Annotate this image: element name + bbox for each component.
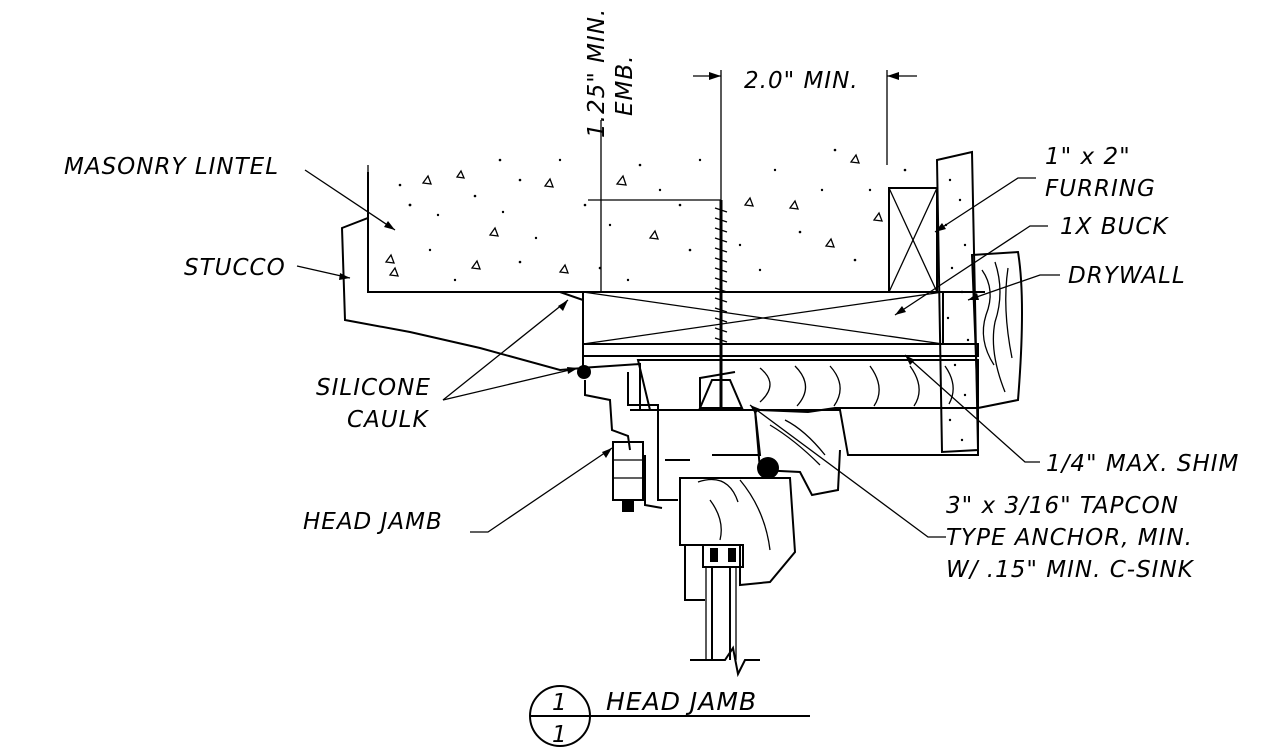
wood-trim (636, 250, 1023, 497)
label-head-jamb: HEAD JAMB (303, 509, 443, 535)
label-anchor-line3: W/ .15" MIN. C-SINK (946, 557, 1195, 583)
shim (582, 343, 979, 357)
label-furring-line1: 1" x 2" (1045, 144, 1131, 170)
label-embedment-line1: 1.25" MIN. (584, 8, 610, 138)
label-furring-line2: FURRING (1045, 176, 1156, 202)
sash-and-glass (679, 477, 797, 678)
label-anchor-line1: 3" x 3/16" TAPCON (946, 493, 1179, 519)
label-silicone-caulk-line1: SILICONE (316, 375, 431, 401)
label-silicone-caulk-line2: CAULK (347, 407, 429, 433)
detail-title: HEAD JAMB (606, 687, 757, 716)
label-anchor-line2: TYPE ANCHOR, MIN. (946, 525, 1193, 551)
masonry-lintel (367, 148, 985, 293)
leader-lines (296, 169, 1060, 538)
detail-callout: 1 1 HEAD JAMB (529, 685, 810, 748)
furring-1x2 (888, 187, 938, 293)
label-stucco: STUCCO (184, 255, 286, 281)
label-drywall: DRYWALL (1068, 263, 1186, 289)
detail-sheet: 1 (552, 722, 568, 748)
label-embedment-line2: EMB. (612, 55, 638, 116)
dimension-embedment (588, 120, 721, 292)
aluminum-head-frame (577, 362, 779, 512)
stucco (340, 216, 584, 372)
label-buck: 1X BUCK (1060, 214, 1169, 240)
detail-number: 1 (552, 690, 568, 716)
label-masonry-lintel: MASONRY LINTEL (64, 154, 279, 180)
label-edge-distance: 2.0" MIN. (744, 68, 859, 94)
buck-1x (582, 291, 944, 345)
dimension-edge-distance (693, 70, 917, 200)
label-shim: 1/4" MAX. SHIM (1046, 451, 1239, 477)
tapcon-anchor (698, 200, 744, 410)
